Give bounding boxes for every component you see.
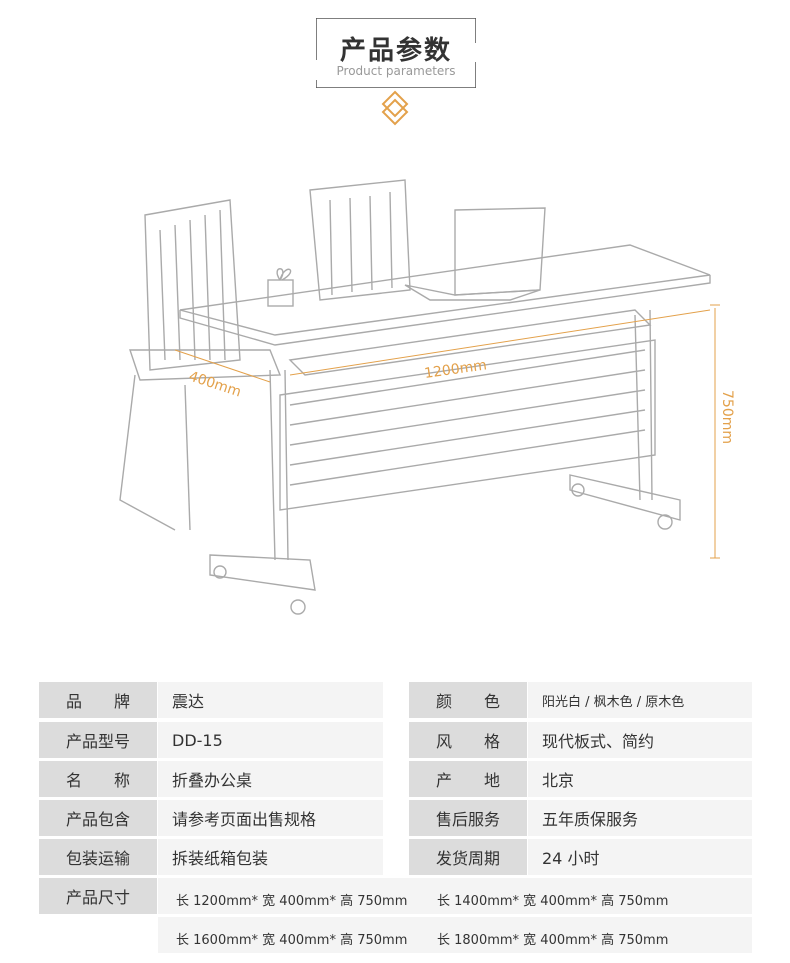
spec-value: 拆装纸箱包装 [158,839,383,875]
size-option: 长 1400mm* 宽 400mm* 高 750mm [437,894,669,909]
spec-label: 颜 色 [409,682,527,718]
spec-size-values-row2 [158,917,752,953]
spec-label: 品 牌 [39,682,157,718]
size-option: 长 1600mm* 宽 400mm* 高 750mm [176,933,408,948]
spec-label: 产 地 [409,761,527,797]
title-chinese: 产品参数 [339,36,452,66]
spec-value: 24 小时 [528,839,752,875]
size-option: 长 1800mm* 宽 400mm* 高 750mm [437,933,669,948]
spec-size-values [158,878,752,914]
spec-label: 名 称 [39,761,157,797]
spec-value: 阳光白 / 枫木色 / 原木色 [528,682,752,718]
spec-label: 包装运输 [39,839,157,875]
dim-height: 750mm [719,390,735,444]
section-title: 产品参数 Product parameters [316,18,476,88]
spec-value: 折叠办公桌 [158,761,383,797]
right-foot [569,474,681,521]
dim-depth: 400mm [187,369,243,401]
spec-value: 请参考页面出售规格 [158,800,383,836]
title-english: Product parameters [336,64,456,78]
desk-illustration: 400mm 1200mm 750mm [119,179,735,615]
spec-value: 北京 [528,761,752,797]
dim-width: 1200mm [423,357,488,382]
spec-value: 五年质保服务 [528,800,752,836]
plant-pot [267,279,294,307]
left-chair-seat [129,349,282,381]
spec-label: 发货周期 [409,839,527,875]
spec-label: 售后服务 [409,800,527,836]
modesty-panel [279,339,656,511]
spec-value: DD-15 [158,722,383,758]
spec-value: 现代板式、简约 [528,722,752,758]
spec-label: 产品型号 [39,722,157,758]
spec-label: 产品包含 [39,800,157,836]
size-option: 长 1200mm* 宽 400mm* 高 750mm [176,894,408,909]
left-chair-back [144,199,241,371]
desk-top [179,244,711,336]
right-chair-back [309,179,411,301]
left-foot [209,554,316,591]
spec-label-size: 产品尺寸 [39,878,157,914]
laptop [454,207,546,296]
spec-value: 震达 [158,682,383,718]
diamond-ornament-icon [381,90,409,126]
spec-label: 风 格 [409,722,527,758]
